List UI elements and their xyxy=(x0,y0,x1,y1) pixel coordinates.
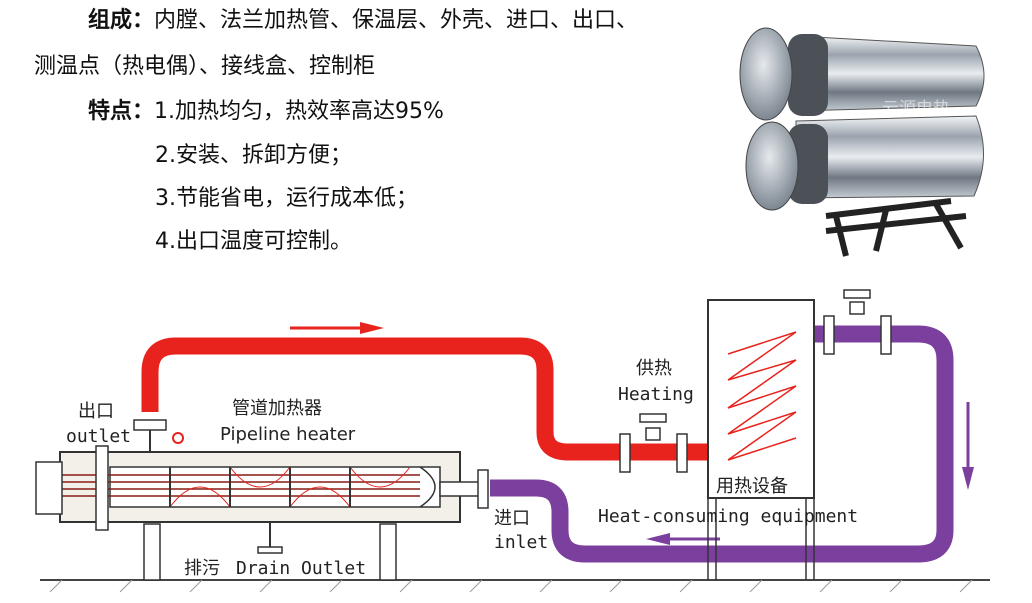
lower-tank xyxy=(795,115,984,199)
heat-consuming-equipment xyxy=(707,299,815,580)
composition-line-2: 测温点（热电偶）、接线盒、控制柜 xyxy=(34,52,375,82)
pipeline-heater xyxy=(35,419,489,581)
flow-arrow-left xyxy=(646,533,720,545)
drain-label-en: Drain Outlet xyxy=(236,558,366,579)
ground-hatch xyxy=(49,579,973,593)
watermark: 云源电热 xyxy=(882,99,950,119)
composition-text-2: 测温点（热电偶）、接线盒、控制柜 xyxy=(34,54,376,79)
lower-end-cap xyxy=(745,121,799,211)
return-pipe xyxy=(490,325,954,563)
lower-flange xyxy=(788,124,828,204)
composition-line-1: 组成：内膛、法兰加热管、保温层、外壳、进口、出口、 xyxy=(88,6,638,36)
features-line-1: 特点：1.加热均匀，热效率高达95% xyxy=(88,97,444,127)
flow-arrow-down xyxy=(962,402,974,490)
features-label: 特点： xyxy=(88,99,155,124)
process-diagram: 出口 outlet 管道加热器 Pipeline heater 供热 Heati… xyxy=(35,289,990,593)
outlet-label-cn: 出口 xyxy=(78,401,114,422)
feature-item-4: 4.出口温度可控制。 xyxy=(155,229,352,254)
feature-item-2: 2.安装、拆卸方便； xyxy=(155,143,352,168)
equipment-label-en: Heat-consuming equipment xyxy=(598,506,858,527)
return-valve xyxy=(823,289,892,355)
heating-label-en: Heating xyxy=(618,384,694,405)
feature-item-3: 3.节能省电，运行成本低； xyxy=(155,186,418,211)
upper-tank xyxy=(795,35,985,112)
heater-label-en: Pipeline heater xyxy=(220,424,356,445)
outlet-label-en: outlet xyxy=(66,426,131,447)
heater-label-cn: 管道加热器 xyxy=(232,398,322,419)
feature-item-1: 1.加热均匀，热效率高达95% xyxy=(154,99,444,124)
inlet-label-cn: 进口 xyxy=(494,508,530,529)
hot-outlet-pipe xyxy=(141,337,625,461)
heating-label-cn: 供热 xyxy=(636,358,672,379)
support-frame xyxy=(825,198,967,257)
upper-flange xyxy=(788,34,828,116)
supply-valve xyxy=(619,413,688,473)
composition-label: 组成： xyxy=(88,8,155,33)
flow-arrow-right xyxy=(290,322,384,334)
composition-text-1: 内膛、法兰加热管、保温层、外壳、进口、出口、 xyxy=(154,8,639,33)
inlet-label-en: inlet xyxy=(494,532,548,553)
product-photo: 云源电热 xyxy=(739,27,985,257)
drain-label-cn: 排污 xyxy=(184,558,220,579)
upper-end-cap xyxy=(739,27,793,121)
equipment-label-cn: 用热设备 xyxy=(716,476,788,497)
